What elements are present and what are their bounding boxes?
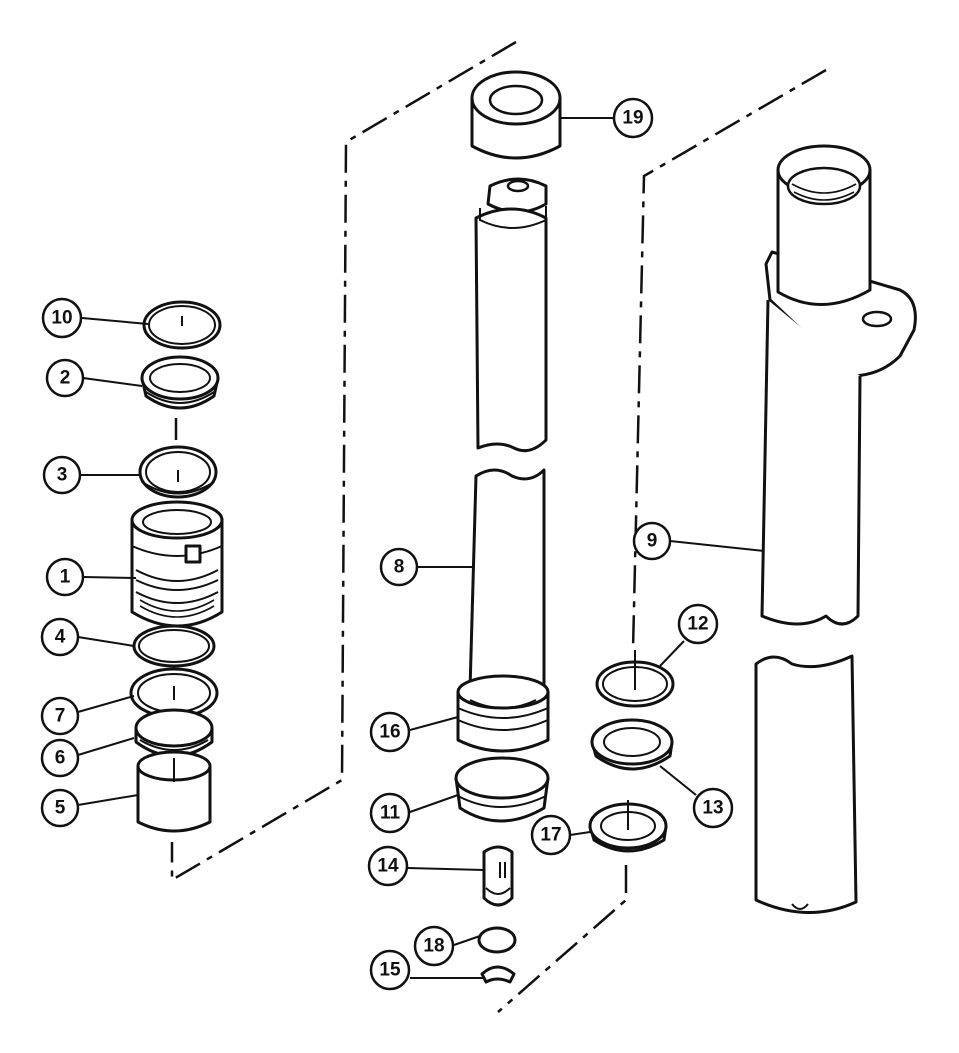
callout-4-label: 4 bbox=[55, 627, 66, 648]
callout-4: 4 bbox=[40, 617, 80, 657]
callout-17: 17 bbox=[530, 814, 572, 856]
callout-14: 14 bbox=[367, 845, 409, 887]
callout-19: 19 bbox=[612, 97, 654, 139]
callout-14-label: 14 bbox=[377, 856, 399, 877]
part-9-cylinder bbox=[754, 144, 917, 914]
callout-15: 15 bbox=[369, 949, 411, 991]
left-assembly-line bbox=[170, 40, 517, 883]
callout-8-label: 8 bbox=[394, 557, 405, 578]
callout-5: 5 bbox=[40, 788, 80, 828]
leader-lines bbox=[77, 117, 765, 979]
callout-10-label: 10 bbox=[51, 308, 72, 329]
part-12-ring bbox=[595, 650, 675, 708]
callout-6: 6 bbox=[40, 738, 80, 778]
callout-8: 8 bbox=[379, 547, 419, 587]
part-15-clip bbox=[480, 965, 516, 984]
callout-13: 13 bbox=[692, 787, 734, 829]
part-16-piston bbox=[456, 674, 550, 753]
callout-10: 10 bbox=[41, 297, 83, 339]
part-8-rod bbox=[468, 177, 548, 698]
part-10-ring bbox=[142, 300, 222, 350]
right-assembly-line bbox=[631, 68, 827, 651]
callout-3-label: 3 bbox=[57, 465, 68, 486]
callout-16-label: 16 bbox=[379, 722, 400, 743]
callout-1: 1 bbox=[45, 557, 85, 597]
callout-5-label: 5 bbox=[55, 798, 66, 819]
callout-6-label: 6 bbox=[55, 748, 66, 769]
callout-13-label: 13 bbox=[702, 798, 723, 819]
callout-17-label: 17 bbox=[540, 825, 561, 846]
part-19-bush bbox=[470, 70, 562, 160]
callout-16: 16 bbox=[369, 711, 411, 753]
part-18-ball bbox=[477, 926, 517, 954]
callout-7: 7 bbox=[40, 696, 80, 736]
callout-18-label: 18 bbox=[423, 936, 444, 957]
lower-right-assembly-line bbox=[497, 865, 628, 1013]
part-13-seal bbox=[590, 718, 674, 771]
callout-2-label: 2 bbox=[60, 368, 71, 389]
callout-1-label: 1 bbox=[60, 567, 71, 588]
part-3-ring bbox=[138, 445, 218, 499]
callout-2: 2 bbox=[45, 358, 85, 398]
callout-19-label: 19 bbox=[622, 108, 643, 129]
callout-12: 12 bbox=[677, 603, 719, 645]
part-17-bush bbox=[588, 800, 668, 853]
part-6-seal bbox=[134, 708, 214, 758]
part-1-gland bbox=[130, 500, 224, 628]
part-11-cup bbox=[454, 756, 550, 823]
part-5-bush bbox=[136, 750, 212, 833]
callout-11-label: 11 bbox=[380, 803, 401, 824]
part-2-wiper bbox=[140, 355, 220, 410]
assembly-lines bbox=[170, 40, 827, 1013]
callout-18: 18 bbox=[413, 925, 455, 967]
callout-15-label: 15 bbox=[379, 960, 401, 981]
callout-3: 3 bbox=[42, 455, 82, 495]
part-14-pin bbox=[482, 845, 514, 907]
callout-7-label: 7 bbox=[55, 706, 66, 727]
callout-9: 9 bbox=[632, 521, 672, 561]
callout-12-label: 12 bbox=[687, 614, 708, 635]
callout-11: 11 bbox=[369, 792, 411, 834]
part-4-oring bbox=[132, 624, 216, 668]
callout-9-label: 9 bbox=[647, 531, 658, 552]
